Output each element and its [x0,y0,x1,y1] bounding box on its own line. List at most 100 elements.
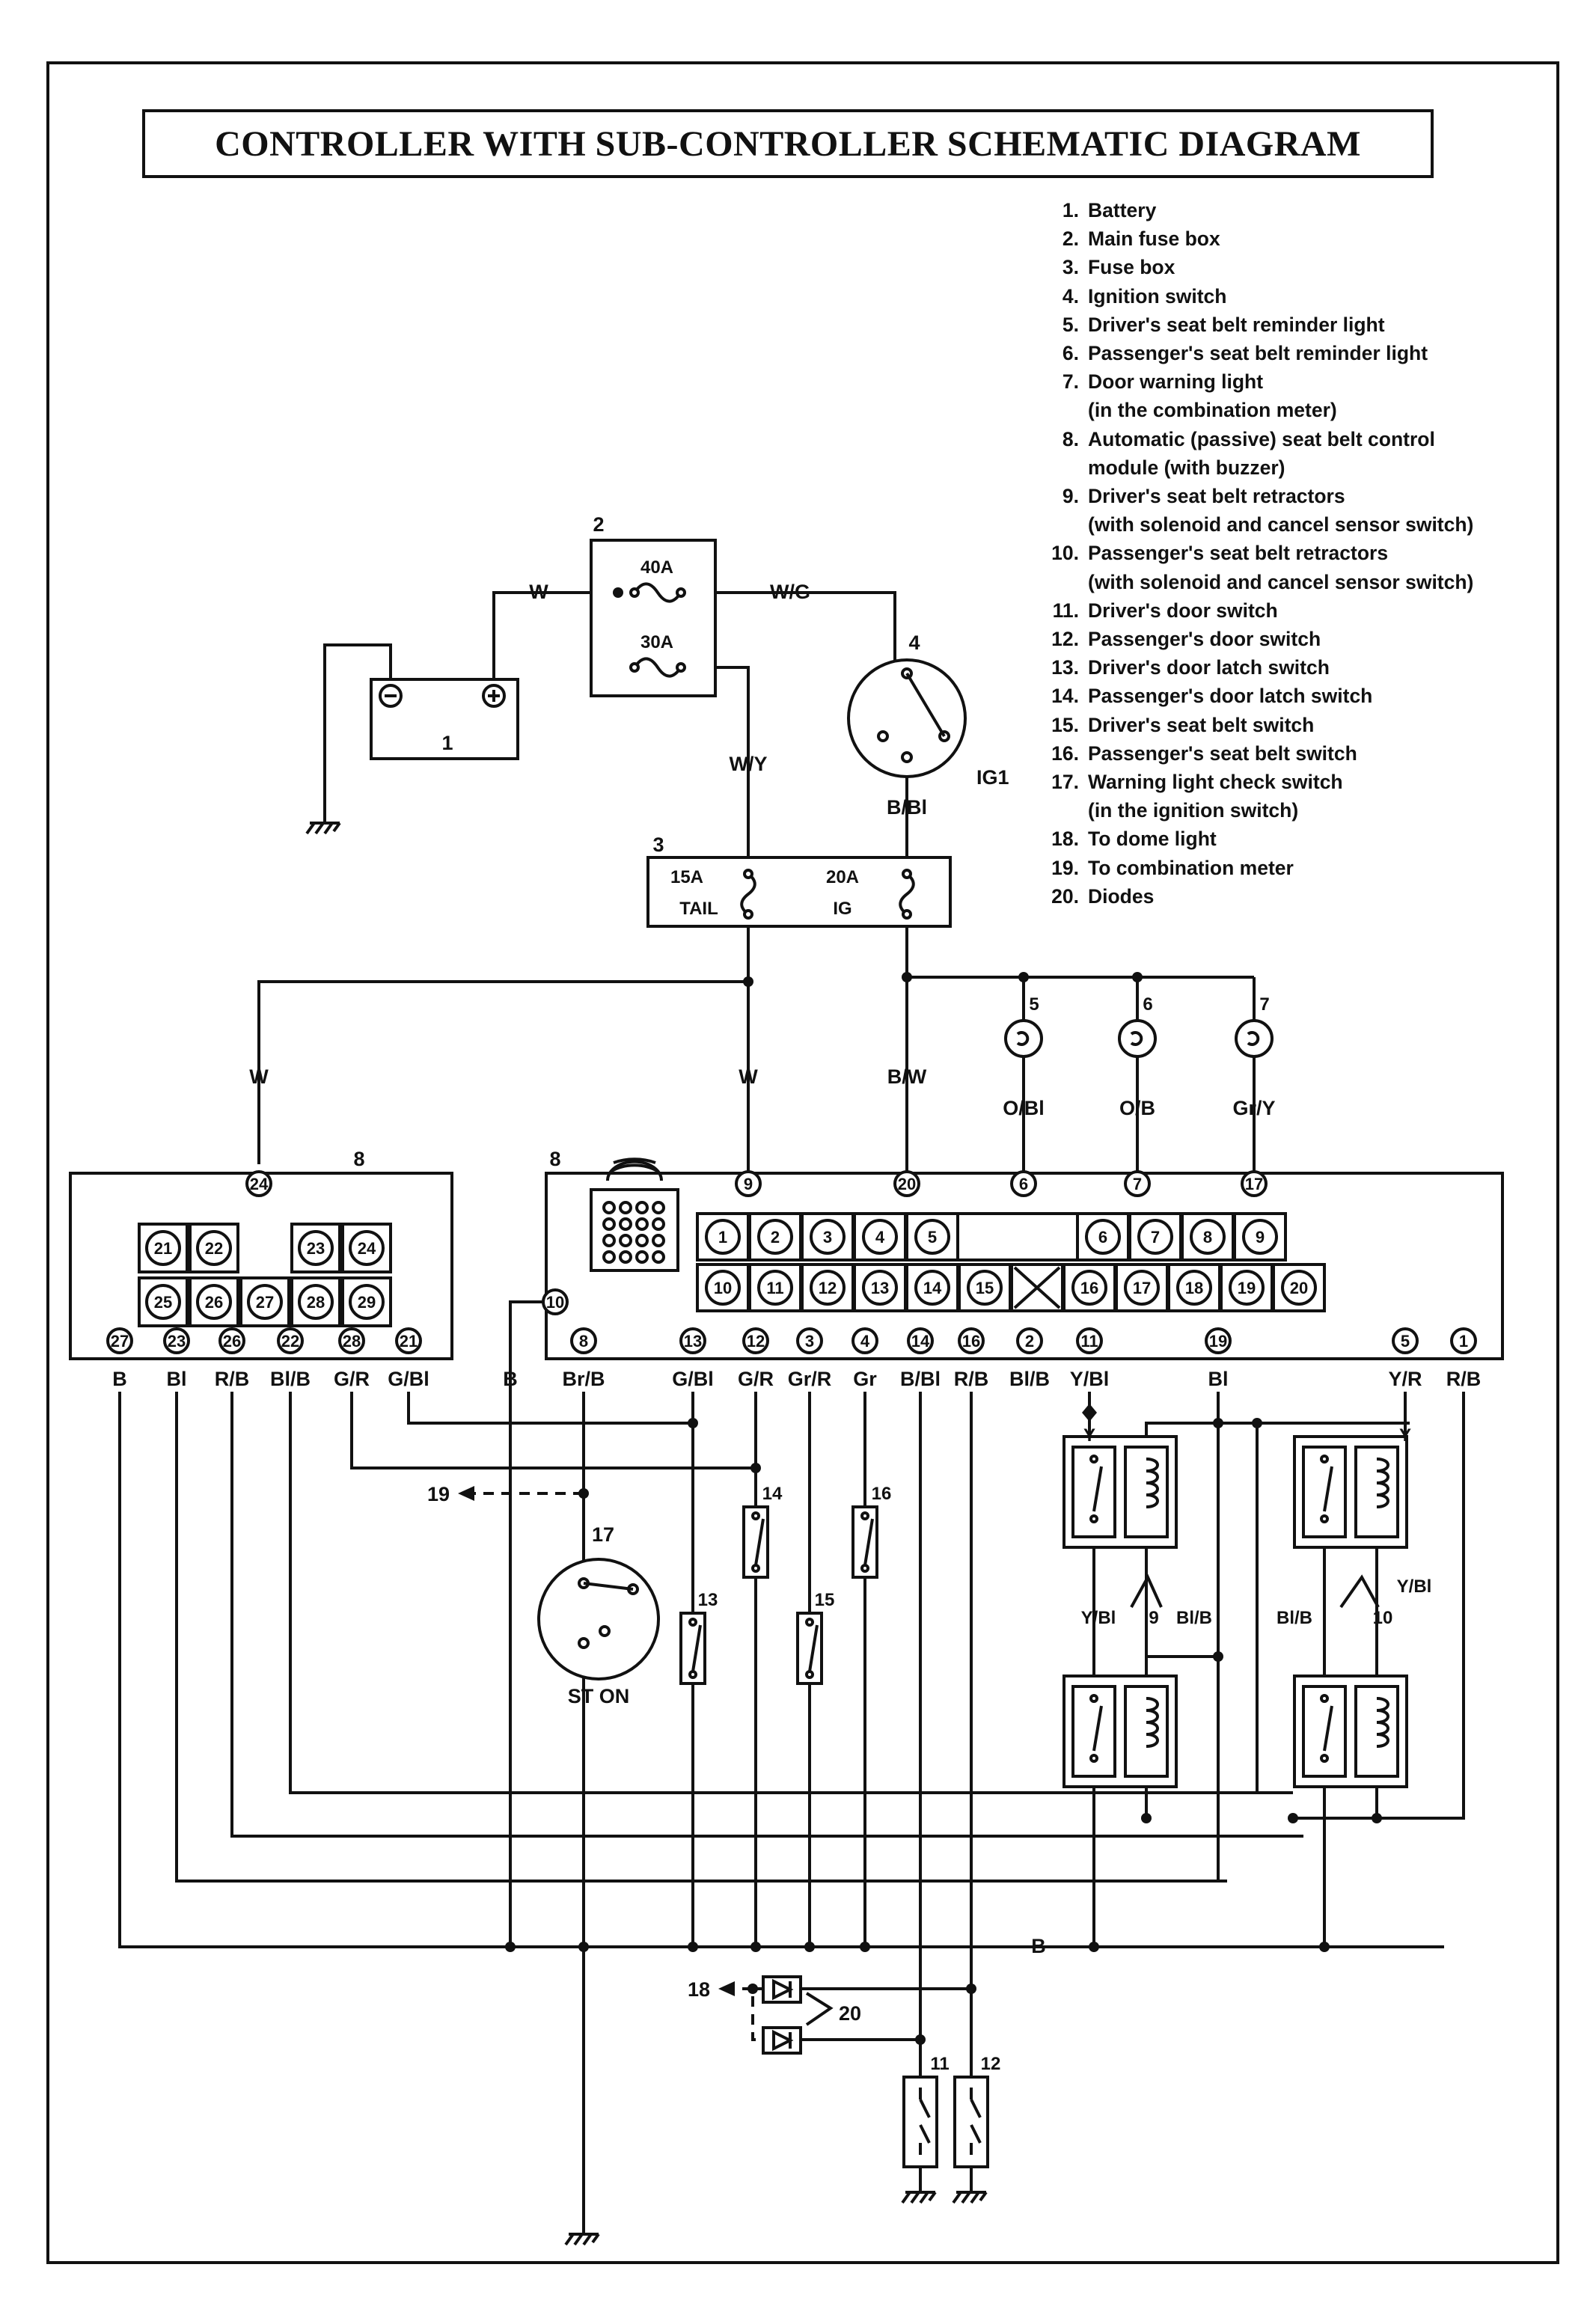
label: B/Bl [900,1368,941,1390]
junction-dot [902,972,912,982]
junction-dot [860,1942,870,1952]
terminal [1320,1754,1329,1763]
terminal [751,1564,760,1573]
legend-text: Driver's seat belt retractors [1088,485,1345,508]
pin-number: 20 [898,1175,916,1193]
pin-circle [106,1327,133,1354]
pin-number: 4 [860,1332,870,1351]
legend-item: 15.Driver's seat belt switch [1037,711,1561,739]
legend-text: Fuse box [1088,256,1175,279]
pin-number: 23 [307,1239,325,1258]
blank-pin-cross [1013,1266,1061,1309]
terminal [629,662,640,673]
pin-circle [1137,1219,1173,1255]
diode-box [762,2026,802,2055]
junction-dot [1288,1813,1298,1823]
lamp-label: 7 [1259,994,1269,1015]
pin-number: 25 [154,1293,172,1312]
junction-dot [750,1942,761,1952]
buzzer-hole [635,1250,649,1264]
legend-num: 3. [1062,256,1079,279]
label: Y [1083,1425,1095,1446]
pin-circle [967,1270,1003,1306]
pin-circle [145,1284,181,1320]
legend-num: 1. [1062,199,1079,221]
solenoid-box [1124,1685,1169,1778]
legend-num: 6. [1062,342,1079,365]
buzzer-hole [602,1217,616,1231]
latch-passenger-label: 14 [762,1484,783,1504]
label: W/Y [730,753,768,775]
pointer [1130,1573,1163,1608]
label: IG [833,899,851,919]
terminal [1320,1694,1329,1703]
legend-text: Passenger's door switch [1088,628,1321,651]
pin-circle [395,1327,422,1354]
terminal [743,869,753,879]
label: B [112,1368,127,1390]
pin-circle [349,1284,385,1320]
pin-number: 16 [1080,1279,1098,1297]
wire [681,591,896,643]
label: IG1 [976,766,1009,789]
pin-number: 24 [358,1239,376,1258]
pin-number: 18 [1185,1279,1203,1297]
pin-circle [1205,1327,1232,1354]
pin-number: 3 [805,1332,814,1351]
wire [751,1987,763,2041]
label: B/Bl [887,796,927,819]
junction-dot [578,1942,589,1952]
label: Y/Bl [1397,1576,1432,1597]
pin-circle [1010,1170,1037,1197]
label: W [529,581,548,603]
legend-text: (in the combination meter) [1088,399,1337,422]
solenoid-coil-icon [1146,1458,1159,1508]
pin-circle [1016,1327,1043,1354]
legend-text: Main fuse box [1088,227,1220,251]
ground-icon [952,2191,988,2204]
label: Br/B [562,1368,605,1390]
diode-box [762,1975,802,2004]
switch-blade [1323,1705,1333,1752]
legend-item: 5.Driver's seat belt reminder light [1037,311,1561,339]
solenoid-box [1354,1685,1399,1778]
pin-circle [1190,1219,1226,1255]
legend-item: 13.Driver's door latch switch [1037,653,1561,682]
junction-dot [1141,1813,1152,1823]
junction-dot [688,1418,698,1428]
solenoid-coil-icon [1146,1697,1159,1748]
legend-item: 6.Passenger's seat belt reminder light [1037,339,1561,367]
legend-text: To combination meter [1088,856,1294,879]
legend-item: 17.Warning light check switch(in the ign… [1037,768,1561,825]
lamp-filament [1130,1031,1143,1046]
terminal [877,730,889,742]
pin-circle [196,1230,232,1266]
legend-item: 1.Battery [1037,196,1561,224]
pin-circle [893,1170,920,1197]
pin-circle [742,1327,769,1354]
pin-circle [1085,1219,1121,1255]
pin-number: 21 [400,1332,418,1351]
junction-dot [613,587,623,598]
pin-circle [349,1230,385,1266]
terminal [676,662,686,673]
to-dome-label: 18 [688,1978,710,2001]
pointer [1339,1574,1380,1609]
pin-number: 3 [823,1228,832,1247]
buzzer-hole [602,1201,616,1214]
pin-circle [914,1219,950,1255]
switch-blade [1092,1705,1103,1752]
wire [289,1392,1293,1794]
wire [175,1392,1227,1883]
label: Bl [167,1368,187,1390]
label: 30A [640,632,673,652]
solenoid-box [1124,1446,1169,1538]
switch-blade [808,1624,819,1672]
pin-number: 27 [256,1293,274,1312]
fuse-symbol [740,872,756,916]
lamp-icon [1118,1019,1157,1058]
pin-circle [796,1327,823,1354]
diode-pointer [805,1992,834,2026]
pin-number: 22 [205,1239,223,1258]
switch-blade [583,1582,634,1591]
